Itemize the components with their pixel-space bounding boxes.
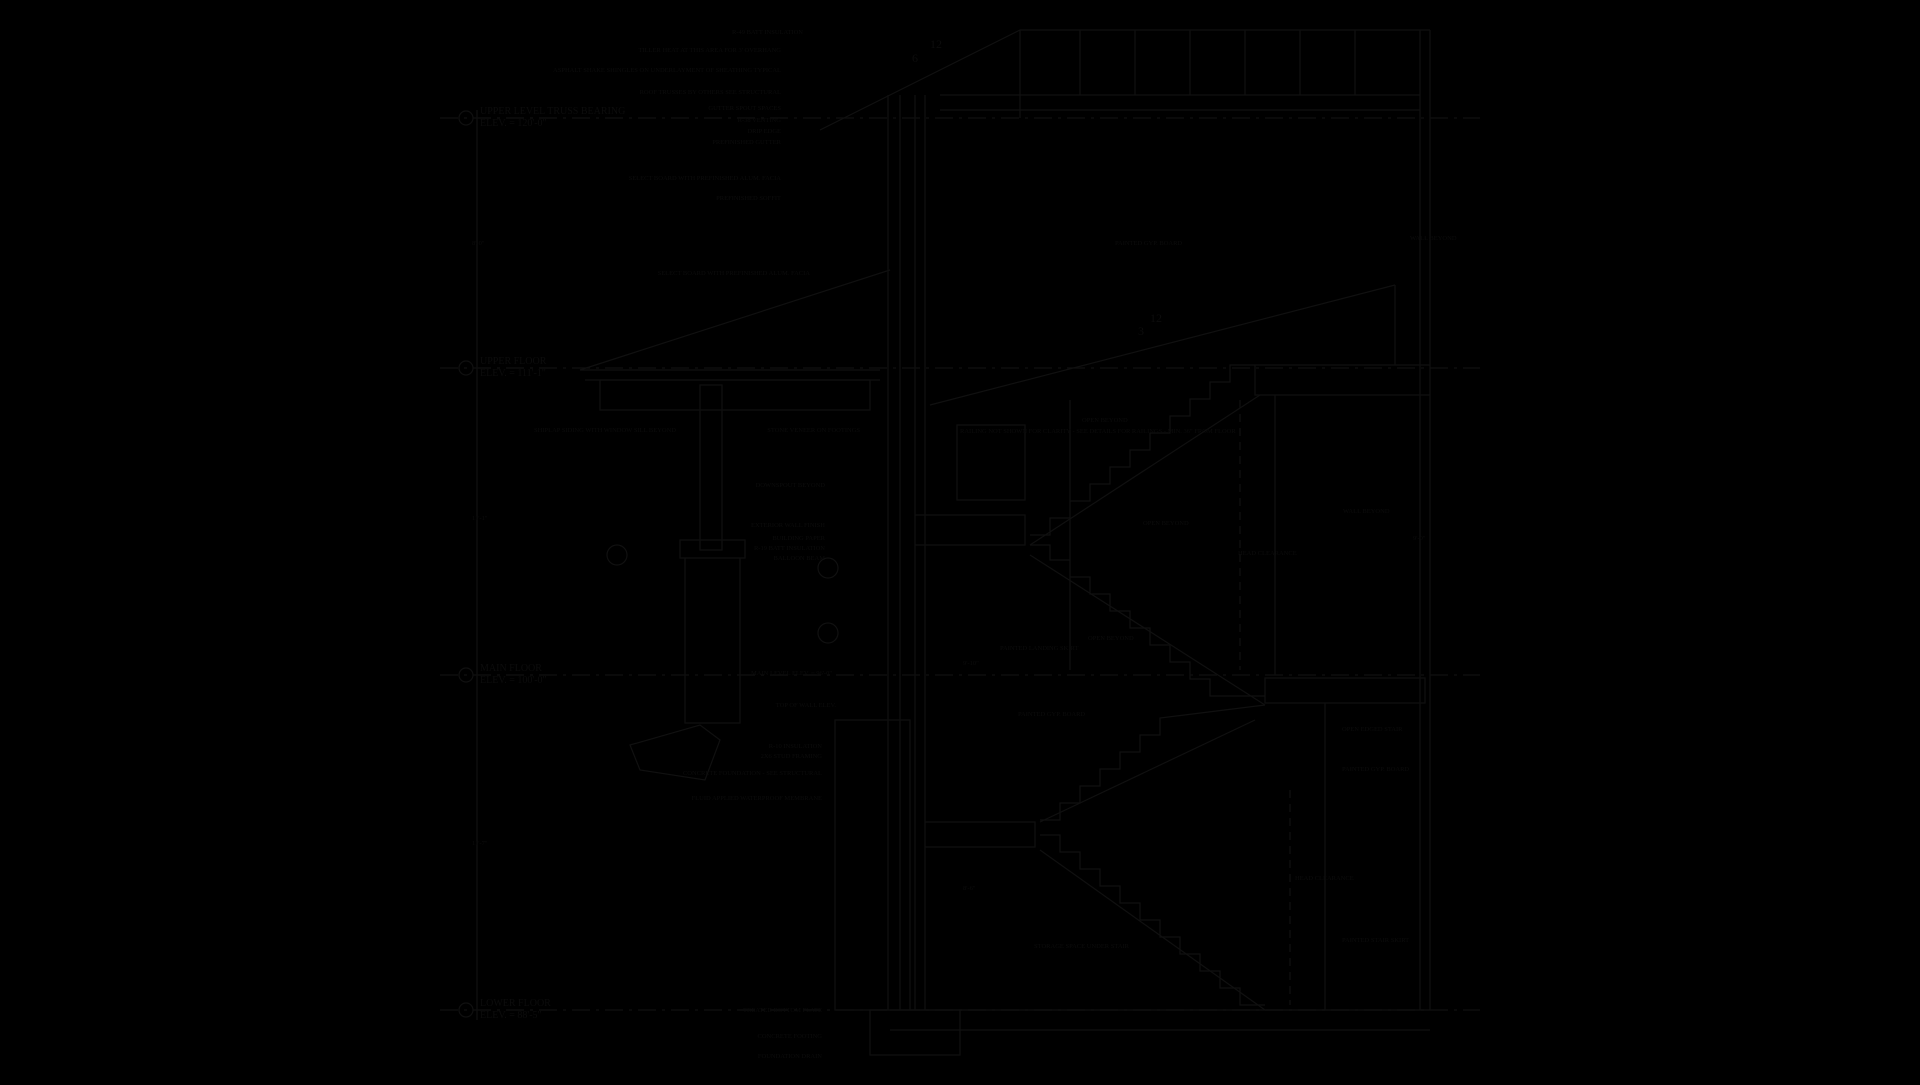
note: PAINTED GYP. BOARD	[1018, 711, 1085, 718]
note: WALL BEYOND	[1343, 508, 1390, 515]
level-name: MAIN FLOOR	[480, 663, 542, 674]
note: TREATED BOTTOM PLATE	[743, 1007, 822, 1014]
note: R-38 VENTING	[738, 117, 782, 124]
slope-rise: 3	[1138, 324, 1144, 338]
note: R-49 BATT INSULATION	[732, 29, 803, 36]
note: CONCRETE FOUNDATION - SEE STRUCTURAL	[683, 770, 822, 777]
note: PAINTED STAIR SKIRT	[1342, 937, 1409, 944]
note: CONCRETE FOOTING	[758, 1033, 823, 1040]
note: OPEN EDGED STAIR	[1342, 726, 1403, 733]
note: PREFINISHED SOFFIT	[716, 195, 781, 202]
level-elevation: ELEV. = 111'-1"	[480, 368, 546, 379]
note: OPEN BEYOND	[1082, 417, 1128, 424]
section-linework	[440, 29, 1480, 1056]
note: HEAD CLEARANCE	[1238, 550, 1297, 557]
dimension: 9'-0"	[1413, 535, 1426, 542]
level-elevation: ELEV. = 88'-5"	[480, 1010, 542, 1021]
level-elevation: ELEV. = 100'-0"	[480, 675, 547, 686]
upper-floor-joist	[1254, 364, 1431, 396]
porch-beam	[599, 379, 871, 411]
detail-callout-1	[606, 544, 628, 566]
exterior-notes: R-49 BATT INSULATION TILLER HEAT AT THIS…	[534, 29, 860, 1060]
note: TOP OF WALL ELEV.	[776, 702, 837, 709]
note: STONE VENEER ON FOOTINGS	[767, 427, 860, 434]
note: BUILDING PAPER	[772, 535, 825, 542]
note: PREFINISHED GUTTER	[712, 139, 781, 146]
note: PAINTED LANDING SKIRT	[1000, 645, 1078, 652]
level-marker-main	[458, 667, 474, 683]
lower-stair	[1040, 834, 1265, 1006]
level-marker-truss	[458, 110, 474, 126]
level-marker-lower	[458, 1002, 474, 1018]
lower-roof	[929, 284, 1396, 406]
main-floor-joist	[1264, 677, 1426, 704]
note: R-10 INSULATION	[769, 743, 823, 750]
note: HEAD CLEARANCE	[1295, 875, 1354, 882]
note: PAINTED GYP. BOARD	[1115, 240, 1182, 247]
note: R-19 BATT INSULATION	[754, 545, 825, 552]
porch-column	[699, 384, 723, 551]
railing-note-box	[956, 424, 1026, 501]
level-name: UPPER FLOOR	[480, 356, 547, 367]
note: GUTTER SPOUT SPACES	[708, 105, 781, 112]
note: RAILING NOT SHOWN FOR CLARITY - SEE DETA…	[960, 428, 1236, 435]
detail-callout-2	[817, 557, 839, 579]
note: DRIP EDGE	[747, 128, 781, 135]
note: PAINTED GYP. BOARD	[1342, 766, 1409, 773]
note: OPEN BEYOND	[1143, 520, 1189, 527]
note: STORAGE SPACE UNDER STAIR	[1034, 943, 1130, 950]
slope-run: 12	[1150, 311, 1162, 325]
lower-landing	[924, 821, 1036, 848]
dimension: 8'-0"	[472, 240, 485, 247]
dimension: 9'-10"	[963, 660, 979, 667]
note: MAIN LEVEL ELEV. = 96'-0"	[751, 670, 832, 677]
note: BALLOON BEAM	[774, 555, 826, 562]
dimensions: 8'-0" 11'-1" 11'-7" 9'-0" 9'-10" 8'-6"	[472, 240, 1426, 892]
note: 2X6 STUD FRAMING	[761, 753, 823, 760]
dimension: 11'-7"	[472, 840, 488, 847]
level-name: LOWER FLOOR	[480, 998, 551, 1009]
roof-truss-webs	[940, 30, 1420, 111]
level-labels: UPPER LEVEL TRUSS BEARING ELEV. = 120'-0…	[480, 106, 625, 1021]
note: SELECT BOARD WITH PREFINISHED ALUM. FACI…	[629, 175, 782, 182]
slope-run: 12	[930, 37, 942, 51]
roof-slopes: 6 12 3 12	[912, 37, 1162, 338]
note: ROOF TRUSSES BY OTHERS SEE STRUCTURAL	[640, 89, 781, 96]
under-stair	[1040, 704, 1266, 821]
grade-hatch	[629, 724, 721, 781]
note: SHIPLAP SIDING WITH WINDOW SILL BEYOND	[534, 427, 676, 434]
interior-notes: PAINTED GYP. BOARD RAILING NOT SHOWN FOR…	[960, 235, 1457, 950]
landing-joist	[914, 514, 1026, 546]
note: OPEN BEYOND	[1088, 635, 1134, 642]
dimension: 11'-1"	[472, 515, 488, 522]
level-marker-upper	[458, 360, 474, 376]
note: EXTERIOR WALL FINISH	[751, 522, 825, 529]
note: ASPHALT SHAKE SHINGLES ON UNDERLAYMENT O…	[553, 67, 781, 74]
note: DOWNSPOUT BEYOND	[756, 482, 826, 489]
porch-roof	[579, 269, 891, 371]
level-elevation: ELEV. = 120'-0"	[480, 118, 547, 129]
dimension: 8'-6"	[963, 885, 976, 892]
stone-pier	[684, 557, 741, 724]
note: FLUID APPLIED WATERPROOF MEMBRANE	[692, 795, 822, 802]
note: FOUNDATION DRAIN	[758, 1053, 822, 1060]
note: TILLER HEAT AT THIS AREA FOR 3' OVERHANG	[638, 47, 781, 54]
level-name: UPPER LEVEL TRUSS BEARING	[480, 106, 625, 117]
slope-rise: 6	[912, 51, 918, 65]
detail-callout-3	[817, 622, 839, 644]
note: SELECT BOARD WITH PREFINISHED ALUM. FACI…	[658, 270, 811, 277]
note: WALL BEYOND	[1410, 235, 1457, 242]
